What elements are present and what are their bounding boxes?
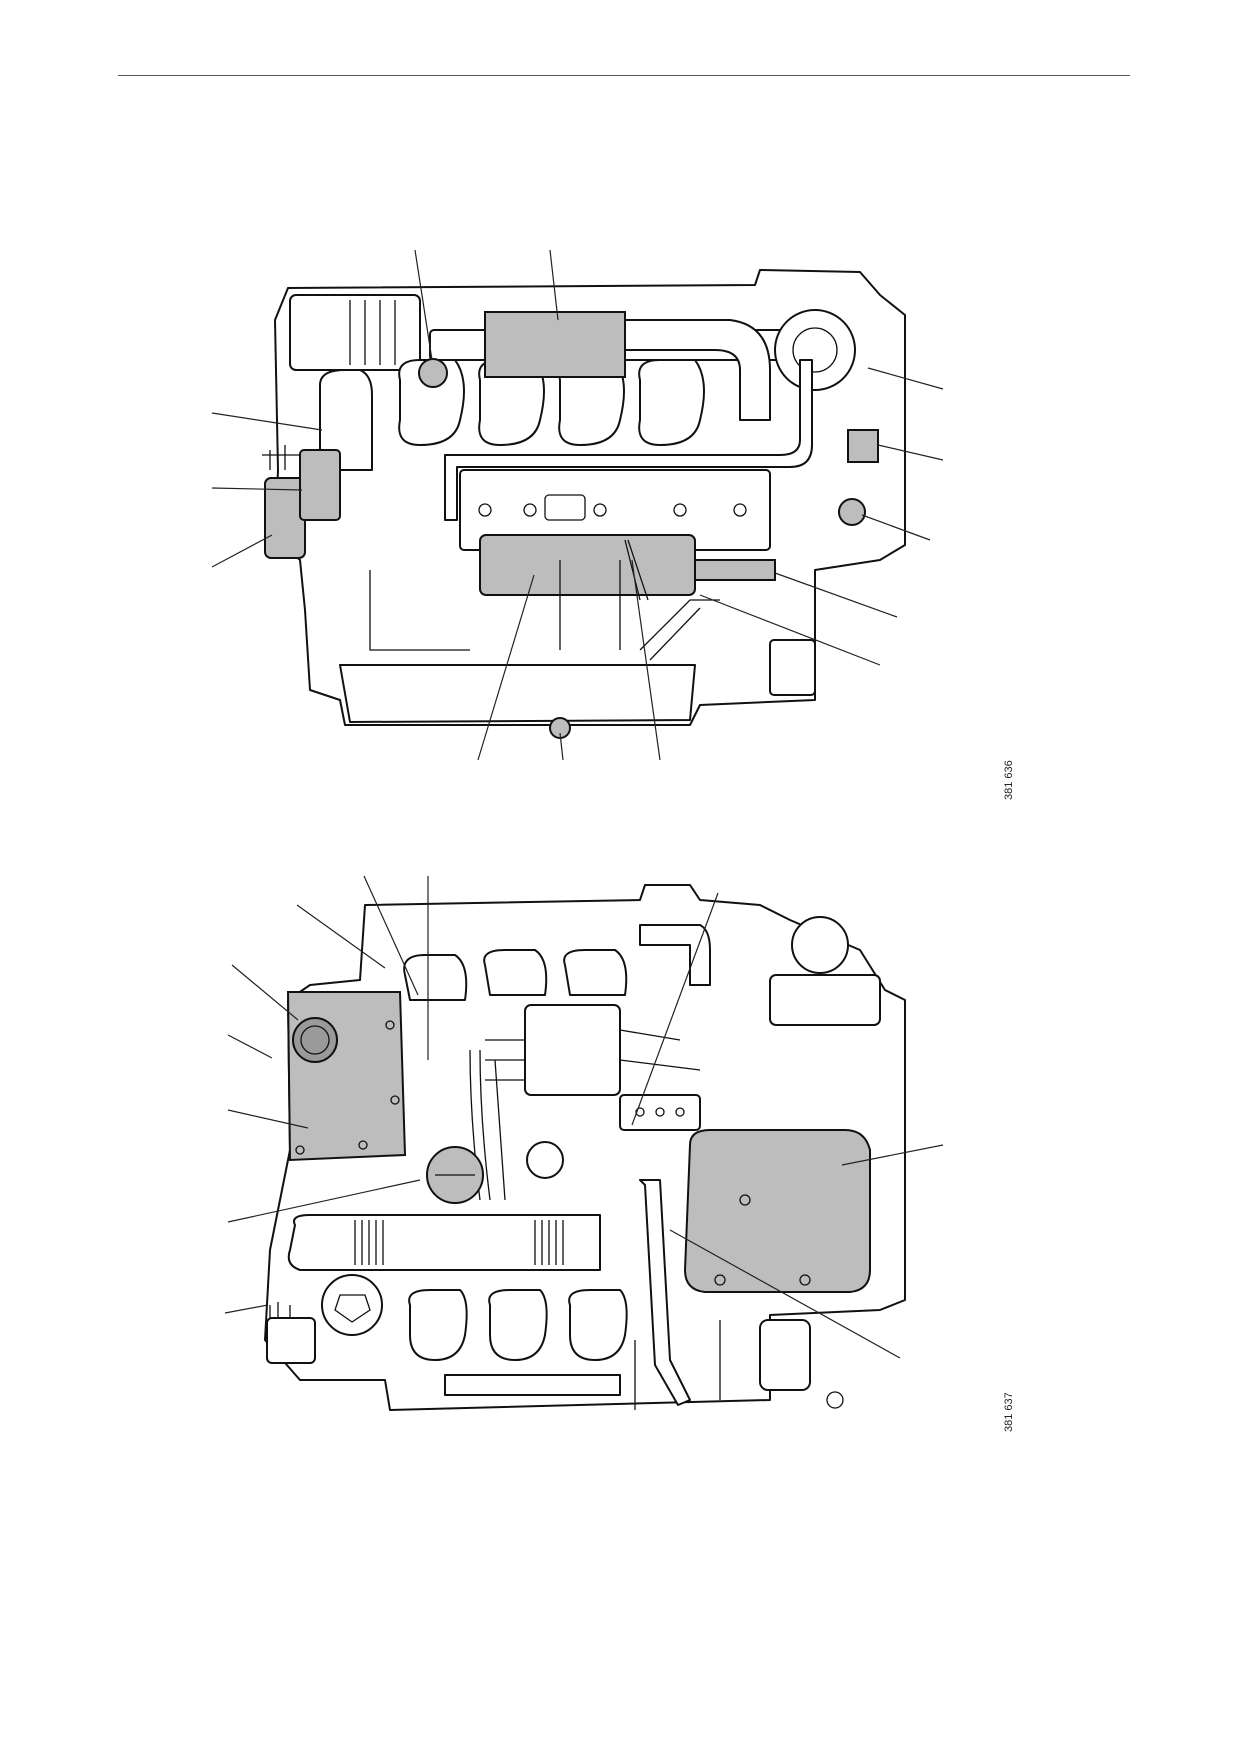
turbo-inner xyxy=(792,327,838,373)
figure-id-bottom: 381 637 xyxy=(1003,1392,1015,1432)
mounting-bracket xyxy=(769,639,816,696)
leader-lines-top xyxy=(211,249,944,761)
turbo-top xyxy=(791,916,849,974)
cylinder-ports-top xyxy=(403,949,628,1001)
bellows xyxy=(354,1220,564,1265)
engine-diagram-top xyxy=(211,249,944,761)
filler-cap xyxy=(418,358,448,388)
coolant-hose xyxy=(639,1179,691,1406)
turbocharger xyxy=(774,309,856,391)
oil-sump xyxy=(339,664,696,723)
belt-detail xyxy=(349,300,396,365)
fuse-block xyxy=(619,1094,701,1131)
pipe-plug xyxy=(838,498,866,526)
figure-id-top: 381 636 xyxy=(1003,760,1015,800)
oil-cap xyxy=(426,1146,484,1204)
pulley xyxy=(321,1274,383,1336)
front-cover xyxy=(289,294,421,371)
leader-lines-bottom xyxy=(224,875,944,1359)
ecu-harness xyxy=(485,1029,701,1081)
cylinder-ports xyxy=(398,359,705,446)
oil-filter-housing xyxy=(319,369,373,471)
fuel-filter-head xyxy=(299,449,341,521)
intake-tube xyxy=(287,1214,601,1271)
sensor-right xyxy=(847,429,879,463)
intake-pipe xyxy=(619,319,771,421)
egr-cooler xyxy=(479,534,696,596)
charge-air-pipe xyxy=(639,924,711,986)
lower-pipe xyxy=(639,599,720,661)
header-rule xyxy=(118,75,1130,76)
ecu xyxy=(524,1004,621,1096)
breather-outlet xyxy=(526,1141,564,1179)
heat-exchanger-cover xyxy=(683,1129,871,1293)
egr-outlet xyxy=(694,559,776,581)
timing-cover xyxy=(286,991,407,1162)
alternator-plug xyxy=(266,1317,316,1364)
coolant-pipe xyxy=(444,359,813,521)
turbo-bottom xyxy=(759,1319,811,1391)
turbo-flange xyxy=(769,974,881,1026)
engine-top-outline xyxy=(264,884,906,1411)
cylinder-ports-bottom xyxy=(408,1289,628,1361)
oil-filler-cap xyxy=(292,1017,338,1063)
control-unit-top xyxy=(484,311,626,378)
lower-rail xyxy=(444,1374,621,1396)
